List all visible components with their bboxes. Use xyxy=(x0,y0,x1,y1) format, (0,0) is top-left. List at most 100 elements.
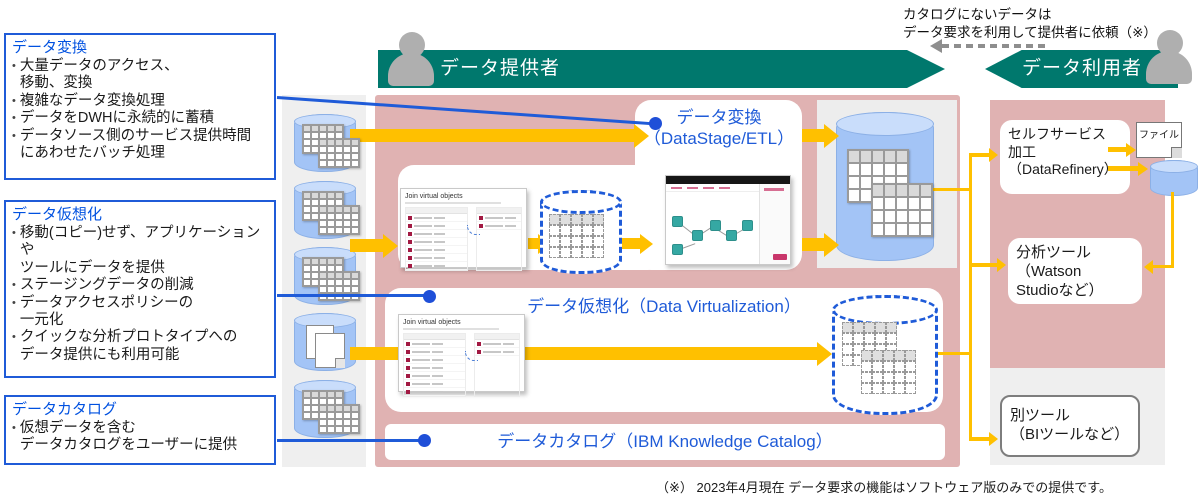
list-rows xyxy=(477,214,521,230)
connector-trunk xyxy=(969,153,972,441)
info-box-title: データ変換 xyxy=(12,39,88,56)
person-body xyxy=(388,53,434,86)
banner-data-consumer: データ利用者 xyxy=(985,50,1178,88)
virtualization-label: データ仮想化（Data Virtualization） xyxy=(527,297,801,316)
properties-sidebar xyxy=(759,184,790,264)
join-link-icon xyxy=(467,225,480,235)
arrow-to-analytics xyxy=(971,263,997,267)
bullet-icon: • xyxy=(12,94,16,107)
callout-dot-catalog xyxy=(418,434,431,447)
bullet-item: •データアクセスポリシーの 一元化 xyxy=(12,294,194,328)
catalog-label: データカタログ（IBM Knowledge Catalog） xyxy=(497,432,833,451)
connector-dwh-out xyxy=(930,188,971,191)
search-bar xyxy=(406,208,468,214)
callout-dot-transform xyxy=(649,117,662,130)
bullet-icon: • xyxy=(12,422,16,434)
connector-refined-down xyxy=(1171,192,1174,267)
transform-label: データ変換 （DataStage/ETL） xyxy=(638,107,800,150)
arrow-source-to-transform xyxy=(350,129,634,142)
bullet-icon: • xyxy=(12,331,16,344)
arrow-selfservice-to-database xyxy=(1108,166,1138,171)
table-grid xyxy=(318,404,360,434)
bullet-icon: • xyxy=(12,129,16,142)
info-box-title: データカタログ xyxy=(12,401,118,418)
catalog-bar xyxy=(385,424,945,460)
flow-canvas xyxy=(666,192,759,264)
arrow-to-selfservice xyxy=(971,153,989,157)
info-box-title: データ仮想化 xyxy=(12,206,103,223)
file-icon: ファイル xyxy=(1136,122,1182,158)
screenshot-panels xyxy=(403,333,520,397)
menu-bar xyxy=(666,184,790,192)
arrow-refined-to-analytics xyxy=(1153,265,1174,268)
document-icon xyxy=(315,333,345,368)
info-box-data-transform: データ変換 •大量データのアクセス、 移動、変換 •複雑なデータ変換処理 •デー… xyxy=(4,33,276,180)
screenshot-subtitle-bar xyxy=(405,202,501,204)
person-body xyxy=(1146,51,1192,84)
bullet-item: •クイックな分析プロトタイプへの データ提供にも利用可能 xyxy=(12,329,238,363)
selfservice-box: セルフサービス 加工 （DataRefinery） xyxy=(1000,120,1130,194)
connector-virtual-out xyxy=(931,352,971,355)
data-request-dashed-line xyxy=(942,44,1046,48)
note-line: カタログにないデータは xyxy=(903,7,1052,22)
analytics-tool-box: 分析ツール （Watson Studioなど） xyxy=(1008,238,1142,304)
data-request-note: カタログにないデータは データ要求を利用して提供者に依頼（※） xyxy=(903,6,1157,42)
note-line: データ要求を利用して提供者に依頼（※） xyxy=(903,25,1157,41)
join-virtual-objects-screenshot: Join virtual objects xyxy=(400,188,527,271)
screenshot-title: Join virtual objects xyxy=(405,193,463,200)
bullet-item: •データをDWHに永続的に蓄積 xyxy=(12,110,214,127)
callout-line-catalog xyxy=(277,439,420,442)
callout-line-virtualization xyxy=(277,294,425,297)
bullet-item: •データソース側のサービス提供時間 にあわせたバッチ処理 xyxy=(12,127,252,161)
arrow-source-to-join xyxy=(350,239,383,252)
column-list-right xyxy=(474,333,520,397)
arrow-virtual-view-to-etl xyxy=(620,238,640,249)
screenshot-subtitle-bar xyxy=(403,328,499,330)
bullet-item: •仮想データを含む データカタログをユーザーに提供 xyxy=(12,420,238,454)
table-grid xyxy=(871,183,933,237)
list-rows xyxy=(406,214,468,270)
column-list-left xyxy=(403,333,467,397)
arrow-join-to-virtual-view xyxy=(528,238,538,249)
info-box-data-virtualization: データ仮想化 •移動(コピー)せず、アプリケーションや ツールにデータを提供 •… xyxy=(4,200,276,378)
window-titlebar xyxy=(666,176,790,184)
arrow-transform-to-dwh-top xyxy=(802,129,824,142)
banner-data-provider: データ提供者 xyxy=(378,50,945,88)
bullet-item: •大量データのアクセス、 移動、変換 xyxy=(12,58,179,92)
banner-label: データ利用者 xyxy=(1021,58,1142,79)
search-bar xyxy=(475,334,519,340)
refined-data-database-icon xyxy=(1150,160,1198,196)
other-tool-box: 別ツール （BIツールなど） xyxy=(1000,395,1140,457)
column-list-left xyxy=(405,207,469,271)
data-request-arrowhead-icon xyxy=(930,39,942,53)
arrow-to-other-tool xyxy=(971,437,989,441)
virtual-table-grid xyxy=(861,350,916,394)
info-box-data-catalog: データカタログ •仮想データを含む データカタログをユーザーに提供 xyxy=(4,395,276,465)
bullet-icon: • xyxy=(12,60,16,72)
join-link-icon xyxy=(465,351,478,361)
search-bar xyxy=(477,208,521,214)
callout-dot-virtualization xyxy=(423,290,436,303)
bullet-item: •複雑なデータ変換処理 xyxy=(12,92,165,109)
bullet-icon: • xyxy=(12,112,16,125)
screenshot-title: Join virtual objects xyxy=(403,319,461,326)
arrow-selfservice-to-file xyxy=(1108,147,1126,152)
arrow-etl-to-dwh xyxy=(802,238,824,251)
table-grid xyxy=(318,205,360,235)
bullet-icon: • xyxy=(12,296,16,309)
column-list-right xyxy=(476,207,522,271)
table-grid xyxy=(318,138,360,168)
footnote: （※） 2023年4月現在 データ要求の機能はソフトウェア版のみでの提供です。 xyxy=(656,480,1112,495)
screenshot-panels xyxy=(405,207,522,271)
datastage-flow-screenshot xyxy=(665,175,791,265)
bullet-icon: • xyxy=(12,227,16,239)
bullet-item: •移動(コピー)せず、アプリケーションや ツールにデータを提供 xyxy=(12,225,261,276)
list-rows xyxy=(475,340,519,356)
search-bar xyxy=(404,334,466,340)
join-virtual-objects-screenshot: Join virtual objects xyxy=(398,314,525,397)
banner-label: データ提供者 xyxy=(440,58,561,79)
label-line: データ変換 xyxy=(676,108,762,127)
bullet-icon: • xyxy=(12,279,16,292)
bullet-item: •ステージングデータの削減 xyxy=(12,277,194,294)
